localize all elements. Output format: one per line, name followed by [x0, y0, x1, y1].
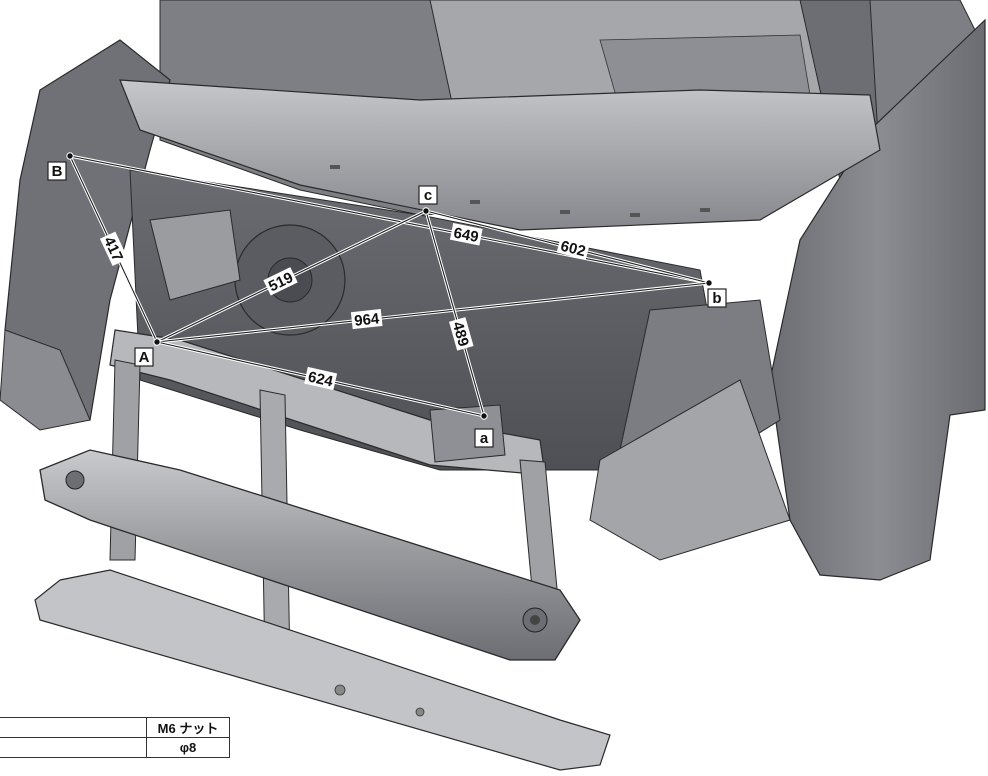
dimension-label-bg	[449, 317, 474, 351]
point-label: A	[134, 347, 154, 367]
measurement-point-c	[422, 207, 430, 215]
dimension-label: 649	[449, 222, 483, 246]
dimension-label-bg	[449, 222, 483, 246]
measurement-point-B	[66, 152, 74, 160]
point-label-box	[707, 288, 727, 308]
point-label: b	[707, 288, 727, 308]
point-label-text: A	[139, 349, 150, 366]
measurement-point-a	[480, 412, 488, 420]
point-label-text: B	[52, 163, 63, 180]
dimension-value: 602	[559, 238, 587, 261]
measurement-line-A-b	[156, 282, 710, 343]
legend-hole-diameter: φ8	[146, 737, 230, 758]
point-label: a	[474, 428, 494, 448]
dimension-value: 649	[452, 224, 480, 246]
legend-row: φ8	[0, 737, 230, 758]
legend-blank-cell	[0, 737, 147, 758]
dimension-value: 964	[353, 310, 380, 330]
point-label-box	[47, 161, 67, 181]
legend-table: M6 ナット φ8	[0, 717, 230, 758]
point-label-box	[474, 428, 494, 448]
dimension-label-bg	[350, 309, 383, 330]
dimension-label: 624	[304, 366, 338, 391]
measurement-line-B-b	[69, 155, 710, 284]
dimension-label: 964	[350, 309, 383, 330]
point-label-box	[418, 185, 438, 205]
dimension-label-bg	[263, 267, 298, 296]
point-label-box	[134, 347, 154, 367]
point-label-text: b	[712, 290, 721, 307]
legend-blank-cell	[0, 717, 147, 738]
measurement-point-b	[705, 279, 713, 287]
point-label-text: a	[480, 430, 489, 447]
point-label: B	[47, 161, 67, 181]
measurement-point-A	[153, 338, 161, 346]
dimension-label-bg	[556, 236, 590, 260]
dimension-value: 624	[306, 368, 335, 390]
point-label-text: c	[424, 187, 432, 204]
dimension-label-bg	[99, 231, 129, 266]
dimension-value: 489	[449, 320, 472, 349]
point-label: c	[418, 185, 438, 205]
legend-row: M6 ナット	[0, 717, 230, 738]
dimension-label: 489	[449, 317, 474, 351]
dimension-label-bg	[304, 366, 338, 391]
legend-nut-size: M6 ナット	[146, 717, 230, 738]
dimension-label: 602	[556, 236, 590, 261]
measurement-line-c-a	[425, 210, 485, 417]
